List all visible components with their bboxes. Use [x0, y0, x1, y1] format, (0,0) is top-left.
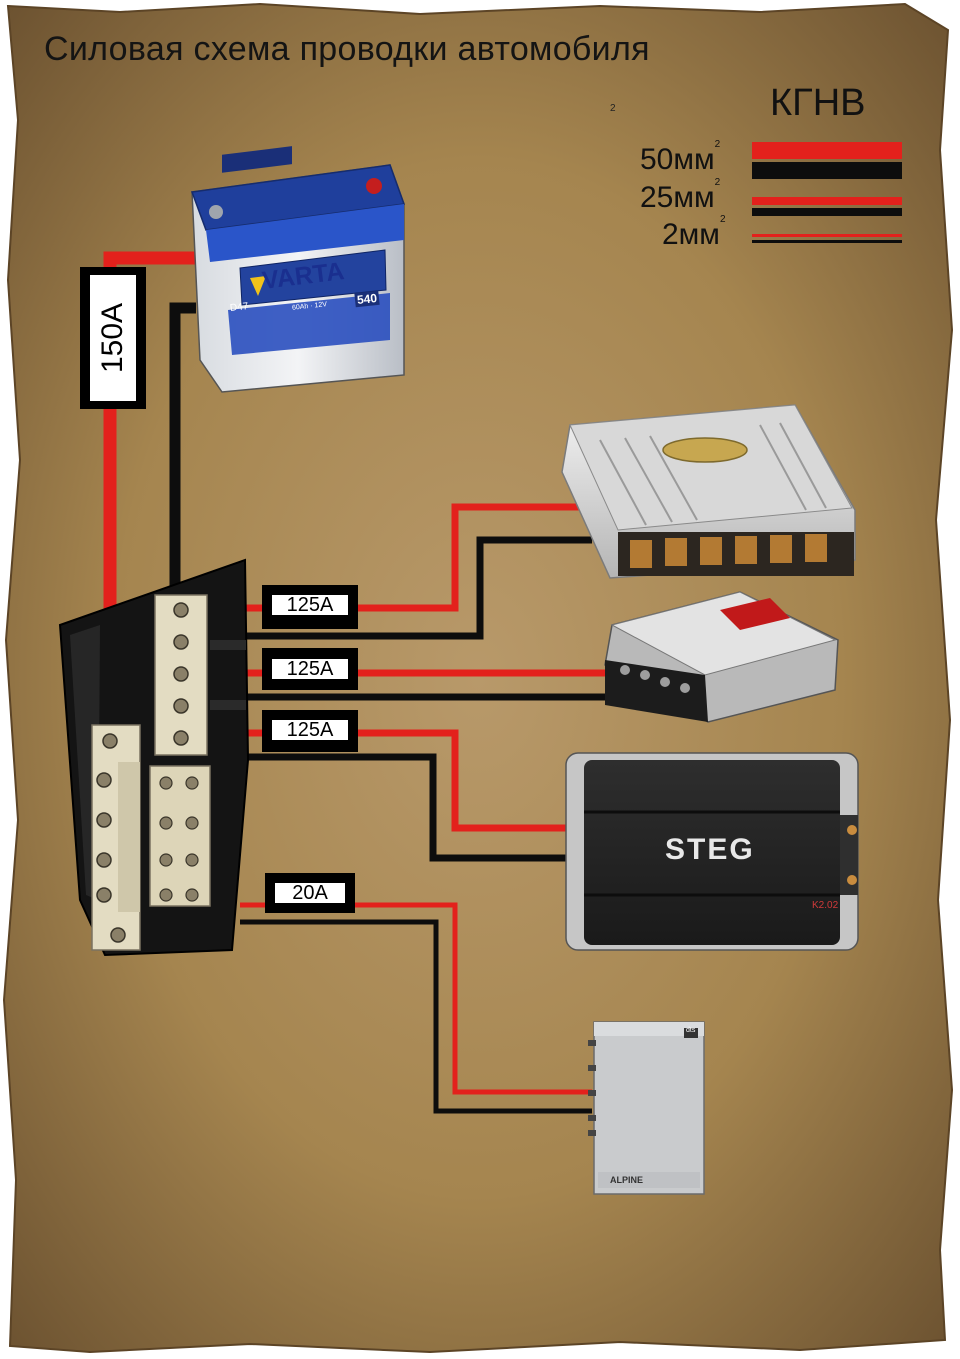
amplifier-3-model: K2.02: [812, 900, 839, 911]
processor: [588, 1021, 705, 1195]
amp3-ground-wire: [240, 753, 586, 862]
legend-size-25-sup: 2: [714, 177, 721, 188]
fuse-1-label: 125A: [272, 595, 348, 615]
legend-size-25-label: 25мм: [640, 181, 715, 214]
legend-wire-2-ground: [752, 240, 902, 243]
battery-model: D47: [229, 301, 249, 314]
fuse-2-label: 125A: [272, 659, 348, 679]
legend-size-25: 25мм2: [640, 177, 720, 215]
distribution-block: [58, 558, 250, 957]
legend-size-2-sup: 2: [719, 214, 726, 225]
amp1-ground-wire: [240, 536, 592, 640]
legend-size-2: 2мм2: [662, 214, 726, 252]
legend-size-50-label: 50мм: [640, 143, 715, 176]
main-fuse-label-bg: [90, 275, 136, 401]
amplifier-3: [565, 752, 859, 951]
amplifier-3-brand: STEG: [665, 833, 755, 866]
fuse-3-label: 125A: [272, 720, 348, 740]
legend-wire-2-positive: [752, 234, 902, 237]
processor-badge: dts: [686, 1027, 696, 1034]
processor-brand: ALPINE: [610, 1175, 644, 1185]
battery-capacity: 540: [354, 290, 380, 308]
battery: [190, 146, 406, 393]
amplifier-2: [604, 591, 839, 723]
legend-wire-50-ground: [752, 162, 902, 179]
diagram-title: Силовая схема проводки автомобиля: [44, 30, 650, 68]
processor-ground-wire: [240, 919, 592, 1114]
fuse-4-label: 20A: [275, 883, 345, 903]
legend-size-50: 50мм2: [640, 139, 720, 177]
legend-wire-25-ground: [752, 208, 902, 216]
main-fuse-label: 150A: [96, 302, 129, 374]
legend-size-2-label: 2мм: [662, 218, 720, 251]
amplifier-1: [561, 404, 856, 579]
battery-wires: [103, 251, 196, 610]
stray-superscript: 2: [610, 103, 616, 114]
legend-wire-type: КГНВ: [770, 82, 866, 124]
legend-wires: [752, 142, 902, 243]
battery-ground-wire: [169, 302, 196, 600]
legend-wire-25-positive: [752, 197, 902, 205]
legend-size-50-sup: 2: [714, 139, 721, 150]
battery-positive-wire: [103, 251, 196, 610]
legend-wire-50-positive: [752, 142, 902, 159]
